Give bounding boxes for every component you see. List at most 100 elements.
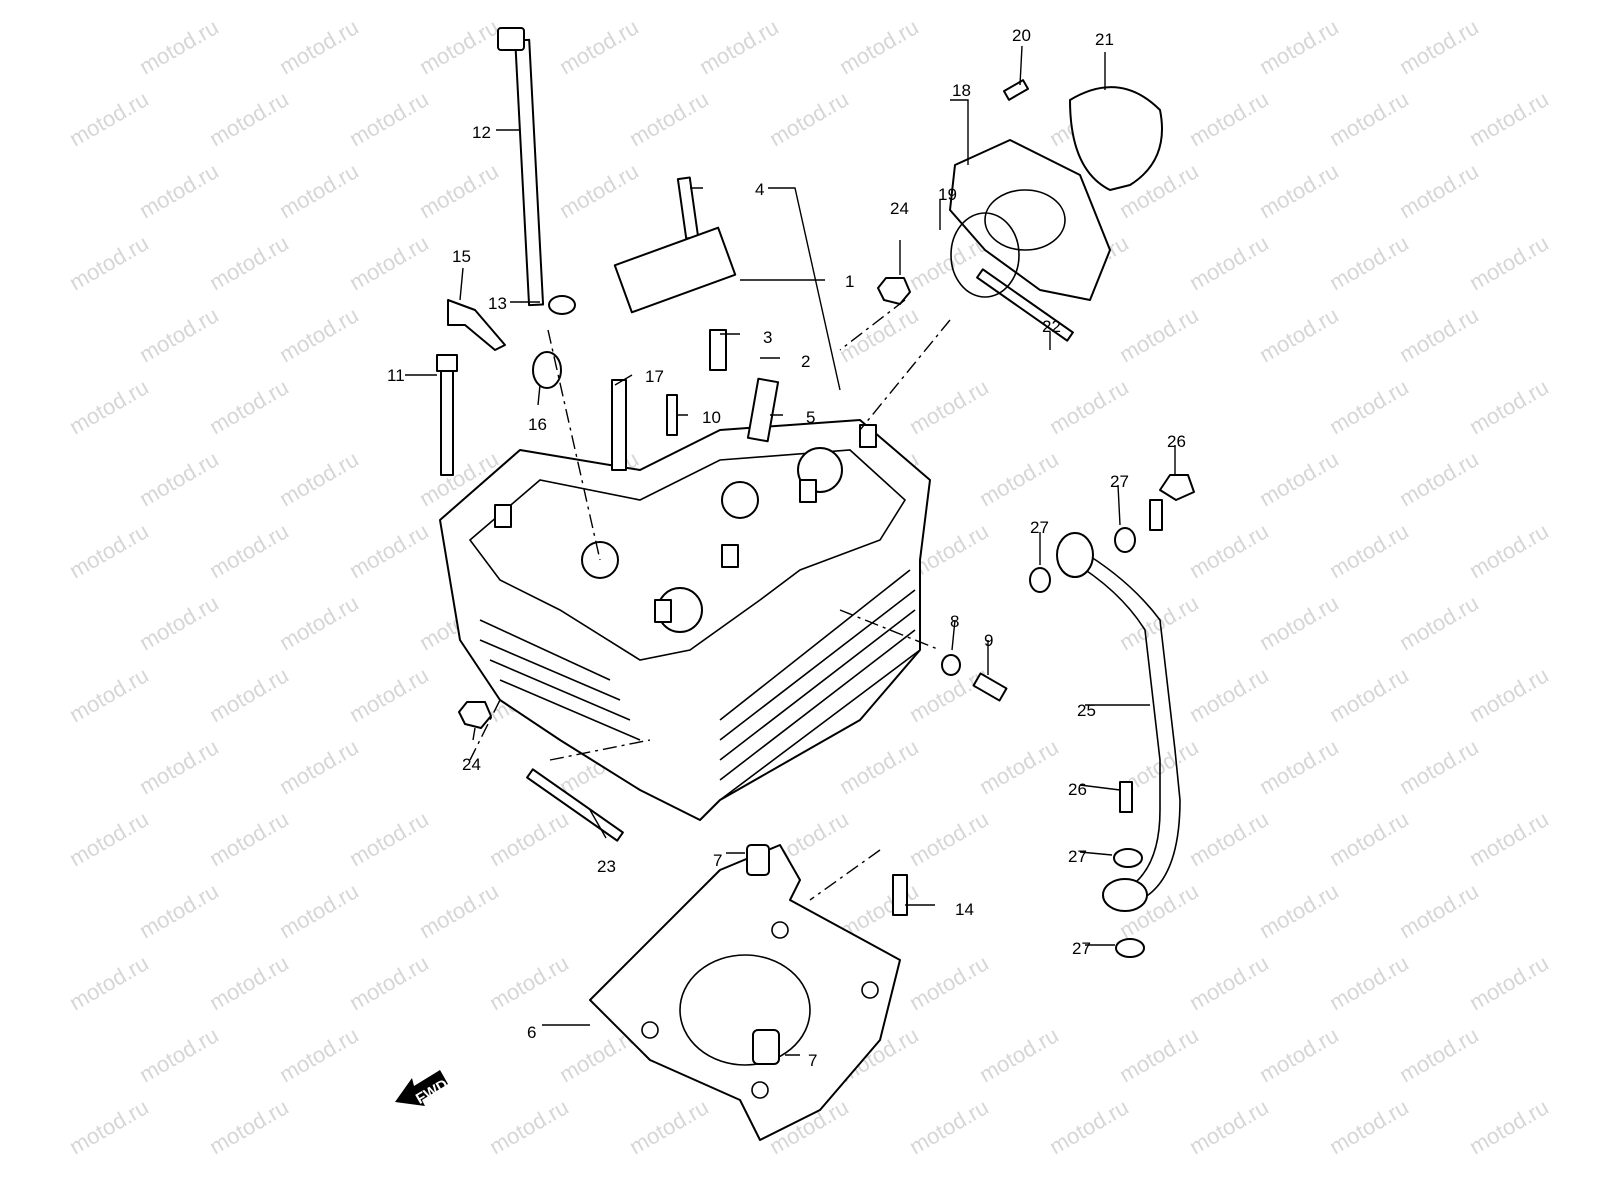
watermark-text: motod.ru — [1395, 446, 1483, 511]
watermark-text: motod.ru — [205, 662, 293, 727]
watermark-text: motod.ru — [1465, 230, 1553, 295]
callout-5: 5 — [806, 408, 815, 427]
callout-10: 10 — [702, 408, 721, 427]
callout-3: 3 — [763, 328, 772, 347]
watermark-text: motod.ru — [1395, 302, 1483, 367]
watermark-text: motod.ru — [1395, 14, 1483, 79]
watermark-text: motod.ru — [905, 1094, 993, 1159]
watermark-text: motod.ru — [135, 734, 223, 799]
watermark-text: motod.ru — [135, 1022, 223, 1087]
watermark-text: motod.ru — [415, 14, 503, 79]
watermark-text: motod.ru — [1255, 14, 1343, 79]
watermark-text: motod.ru — [135, 302, 223, 367]
watermark-text: motod.ru — [205, 230, 293, 295]
watermark-text: motod.ru — [275, 446, 363, 511]
watermark-text: motod.ru — [415, 878, 503, 943]
watermark-text: motod.ru — [1395, 878, 1483, 943]
fasteners — [436, 27, 1074, 916]
callout-21: 21 — [1095, 30, 1114, 49]
watermark-text: motod.ru — [1465, 86, 1553, 151]
watermark-text: motod.ru — [1255, 878, 1343, 943]
watermark-text: motod.ru — [765, 86, 853, 151]
watermark-text: motod.ru — [205, 86, 293, 151]
watermark-text: motod.ru — [1185, 950, 1273, 1015]
callout-24: 24 — [890, 199, 909, 218]
callout-19: 19 — [938, 185, 957, 204]
watermark-text: motod.ru — [275, 878, 363, 943]
watermark-text: motod.ru — [1465, 518, 1553, 583]
cylinder-head — [439, 419, 931, 821]
watermark-text: motod.ru — [1115, 1022, 1203, 1087]
callout-12: 12 — [472, 123, 491, 142]
watermark-text: motod.ru — [485, 1094, 573, 1159]
watermark-text: motod.ru — [1255, 1022, 1343, 1087]
watermark-text: motod.ru — [1395, 590, 1483, 655]
watermark-text: motod.ru — [205, 950, 293, 1015]
callout-27: 27 — [1030, 518, 1049, 537]
watermark-text: motod.ru — [1255, 734, 1343, 799]
watermark-text: motod.ru — [1465, 374, 1553, 439]
watermark-text: motod.ru — [345, 518, 433, 583]
watermark-text: motod.ru — [1465, 950, 1553, 1015]
watermark-text: motod.ru — [695, 14, 783, 79]
callout-2: 2 — [801, 352, 810, 371]
watermark-text: motod.ru — [555, 14, 643, 79]
watermark-text: motod.ru — [205, 518, 293, 583]
watermark-text: motod.ru — [1115, 590, 1203, 655]
watermark-text: motod.ru — [1465, 806, 1553, 871]
watermark-text: motod.ru — [625, 1094, 713, 1159]
watermark-text: motod.ru — [1325, 518, 1413, 583]
callout-11: 11 — [387, 366, 405, 385]
callout-26: 26 — [1167, 432, 1186, 451]
watermark-text: motod.ru — [65, 230, 153, 295]
callout-27: 27 — [1110, 472, 1129, 491]
callout-22: 22 — [1042, 317, 1061, 336]
watermark-text: motod.ru — [275, 734, 363, 799]
callout-9: 9 — [984, 631, 993, 650]
watermark-text: motod.ru — [345, 950, 433, 1015]
callouts: 12 4 1 3 2 15 13 11 17 16 10 5 24 18 19 … — [387, 26, 1186, 1070]
watermark-text: motod.ru — [835, 734, 923, 799]
watermark-text: motod.ru — [1465, 1094, 1553, 1159]
watermark-text: motod.ru — [275, 158, 363, 223]
watermark-text: motod.ru — [65, 1094, 153, 1159]
watermark-text: motod.ru — [1045, 374, 1133, 439]
callout-23: 23 — [597, 857, 616, 876]
callout-8: 8 — [950, 612, 959, 631]
watermark-text: motod.ru — [205, 1094, 293, 1159]
watermark-text: motod.ru — [835, 302, 923, 367]
watermark-text: motod.ru — [1185, 1094, 1273, 1159]
watermark-text: motod.ru — [205, 806, 293, 871]
watermark-text: motod.ru — [135, 878, 223, 943]
watermark-text: motod.ru — [1325, 806, 1413, 871]
watermark-text: motod.ru — [275, 14, 363, 79]
watermark-text: motod.ru — [1185, 806, 1273, 871]
callout-13: 13 — [488, 294, 507, 313]
watermark-text: motod.ru — [975, 1022, 1063, 1087]
watermark-text: motod.ru — [1325, 86, 1413, 151]
watermark-text: motod.ru — [1325, 1094, 1413, 1159]
watermark-text: motod.ru — [1255, 302, 1343, 367]
cylinder-gasket — [589, 844, 901, 1141]
watermark-text: motod.ru — [345, 662, 433, 727]
intake-pipe — [949, 86, 1163, 301]
watermark-text: motod.ru — [905, 950, 993, 1015]
watermark-text: motod.ru — [555, 158, 643, 223]
callout-20: 20 — [1012, 26, 1031, 45]
callout-25: 25 — [1077, 701, 1096, 720]
watermark-text: motod.ru — [205, 374, 293, 439]
callout-24: 24 — [462, 755, 481, 774]
watermark-text: motod.ru — [135, 446, 223, 511]
leader-lines — [405, 45, 1176, 1056]
watermark-text: motod.ru — [1395, 734, 1483, 799]
watermark-text: motod.ru — [1325, 230, 1413, 295]
watermark-text: motod.ru — [1185, 662, 1273, 727]
watermark-text: motod.ru — [625, 86, 713, 151]
watermark-text: motod.ru — [135, 158, 223, 223]
watermark-text: motod.ru — [65, 518, 153, 583]
oil-hose — [1029, 474, 1195, 958]
watermark-text: motod.ru — [65, 374, 153, 439]
watermark-text: motod.ru — [1115, 302, 1203, 367]
watermark-text: motod.ru — [1325, 950, 1413, 1015]
